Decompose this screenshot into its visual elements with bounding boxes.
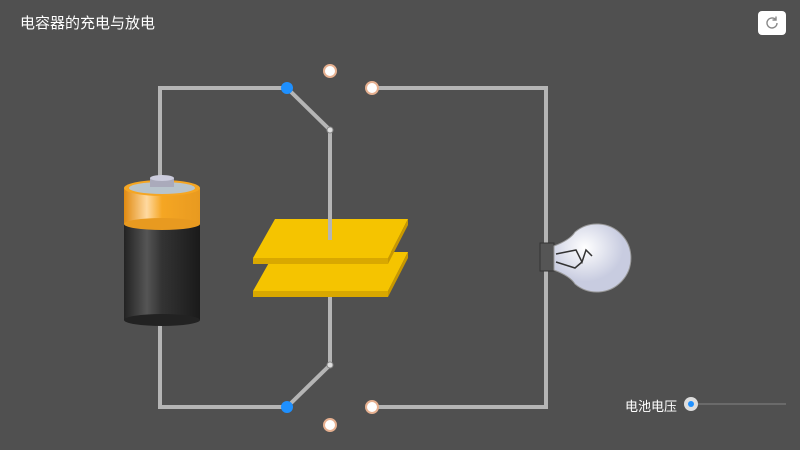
switch-pivot: [281, 401, 293, 413]
top-switch[interactable]: [281, 64, 379, 134]
reset-button[interactable]: [758, 11, 786, 35]
battery-voltage-label: 电池电压: [625, 400, 678, 415]
terminal-charge-top: [323, 64, 337, 78]
battery: [124, 175, 200, 326]
terminal-charge-bottom: [323, 418, 337, 432]
light-bulb: [539, 223, 632, 293]
battery-voltage-slider[interactable]: [684, 396, 786, 412]
switch-pivot: [281, 82, 293, 94]
refresh-icon: [766, 16, 778, 29]
capacitor: [253, 200, 408, 297]
terminal-discharge-top: [365, 81, 379, 95]
page-title: 电容器的充电与放电: [20, 14, 156, 32]
slider-handle[interactable]: [684, 397, 698, 411]
bottom-switch[interactable]: [281, 361, 379, 432]
terminal-discharge-bottom: [365, 400, 379, 414]
slider-track[interactable]: [692, 403, 786, 405]
